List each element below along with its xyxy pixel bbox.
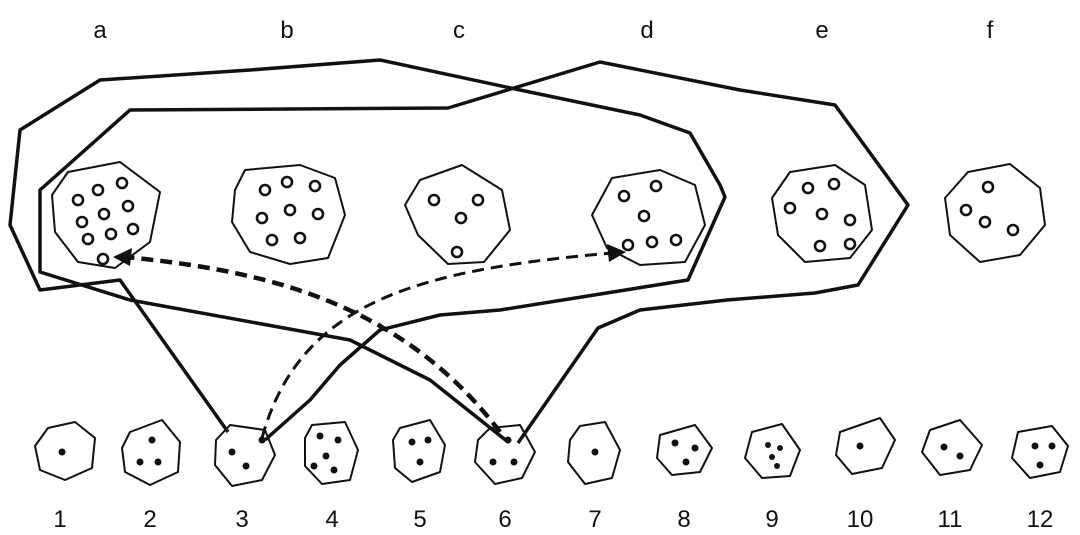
element-8 [656,424,713,476]
label-c: c [453,17,465,44]
label-b: b [280,17,293,44]
label-f: f [987,17,994,44]
label-e: e [815,17,828,44]
dashed-arrow-3-to-d [260,251,613,439]
label-9: 9 [765,506,778,533]
label-2: 2 [143,506,156,533]
element-4 [304,421,359,485]
element-12 [1011,425,1069,479]
arrowhead-at-a [113,248,132,266]
set-e [771,164,873,263]
dashed-arrow-6-to-a [124,254,502,434]
label-3: 3 [235,506,248,533]
label-12: 12 [1027,506,1054,533]
label-a: a [93,17,107,44]
label-1: 1 [53,506,66,533]
label-8: 8 [677,506,690,533]
label-7: 7 [588,506,601,533]
element-5 [392,419,446,483]
region-from-element-6 [38,60,910,444]
label-5: 5 [413,506,426,533]
set-d [591,169,706,266]
element-10 [835,417,896,475]
element-3 [214,424,276,487]
set-f [944,163,1046,263]
element-2 [121,419,181,486]
set-a [51,161,161,269]
region-from-element-3 [8,58,727,442]
label-10: 10 [847,506,874,533]
element-1 [34,421,96,481]
label-4: 4 [325,506,338,533]
label-11: 11 [938,506,963,533]
set-b [231,164,346,265]
element-11 [921,419,983,476]
element-9 [744,423,801,479]
element-6 [474,424,536,485]
element-7 [567,421,621,485]
label-6: 6 [498,506,511,533]
label-d: d [640,17,653,44]
set-c [404,164,511,265]
